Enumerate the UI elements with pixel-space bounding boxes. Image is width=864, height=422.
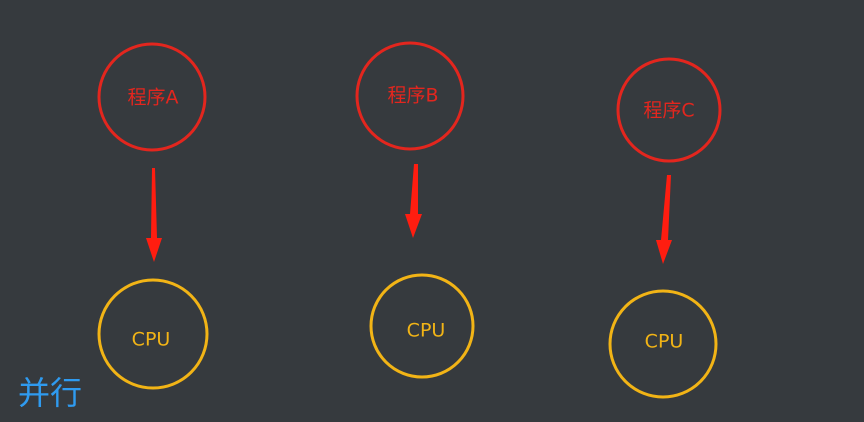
cpu-b-label: CPU — [407, 320, 446, 342]
program-a-node — [97, 42, 207, 152]
caption-parallel: 并行 — [18, 374, 83, 412]
program-a-label: 程序A — [128, 87, 179, 109]
cpu-a-node — [97, 278, 209, 390]
cpu-c-label: CPU — [645, 331, 684, 353]
program-b-node — [355, 41, 465, 151]
column-c: 程序C CPU — [608, 57, 722, 399]
arrow-b-icon — [405, 164, 422, 238]
cpu-c-node — [608, 289, 718, 399]
column-b: 程序B CPU — [355, 41, 475, 379]
program-c-node — [616, 57, 722, 163]
program-c-label: 程序C — [643, 100, 694, 122]
program-b-label: 程序B — [387, 85, 438, 107]
cpu-b-node — [369, 273, 475, 379]
cpu-a-label: CPU — [132, 329, 171, 351]
column-a: 程序A CPU — [97, 42, 209, 390]
arrow-a-icon — [146, 168, 162, 262]
arrow-c-icon — [656, 175, 672, 264]
